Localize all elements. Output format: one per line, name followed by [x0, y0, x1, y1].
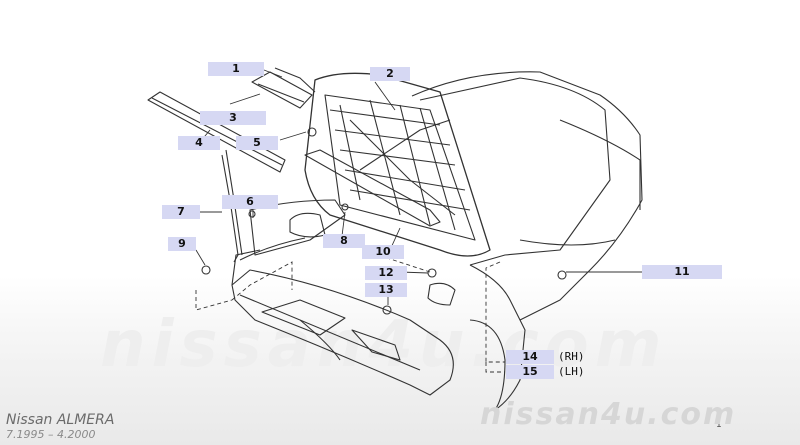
fender: [469, 264, 526, 411]
body-outline: [411, 71, 643, 321]
model-dates: 7.1995 – 4.2000: [6, 428, 96, 441]
hood-outer: [304, 72, 491, 257]
part-label-15[interactable]: 15: [506, 365, 554, 379]
part-label-11[interactable]: 11: [642, 265, 722, 279]
part-label-13[interactable]: 13: [365, 283, 407, 297]
watermark-center: nissan4u.com: [100, 308, 668, 382]
part-label-8[interactable]: 8: [323, 234, 365, 248]
front-bumper: [231, 269, 454, 396]
part-label-12[interactable]: 12: [365, 266, 407, 280]
model-name: Nissan ALMERA: [6, 412, 114, 428]
part-label-5[interactable]: 5: [236, 136, 278, 150]
windshield: [419, 77, 611, 266]
a-pillar: [559, 119, 641, 210]
part-label-7[interactable]: 7: [162, 205, 200, 219]
hood-seal: [304, 149, 441, 227]
door-line: [519, 239, 616, 246]
part-label-3[interactable]: 3: [200, 111, 266, 125]
watermark-corner: nissan4u.com: [480, 397, 737, 432]
hood-garnish: [251, 71, 313, 109]
part-label-4[interactable]: 4: [178, 136, 220, 150]
part-label-10[interactable]: 10: [362, 245, 404, 259]
side-label-rh: (RH): [558, 350, 585, 363]
part-label-2[interactable]: 2: [370, 67, 410, 81]
part-label-1[interactable]: 1: [208, 62, 264, 76]
part-label-14[interactable]: 14: [506, 350, 554, 364]
wheel-arch: [469, 319, 506, 411]
part-label-9[interactable]: 9: [168, 237, 196, 251]
front-molding: [147, 91, 286, 173]
model-name-text: Nissan ALMERA: [6, 412, 115, 428]
hood-stay-rod: [221, 154, 239, 263]
part-label-6[interactable]: 6: [222, 195, 278, 209]
side-label-lh: (LH): [558, 365, 585, 378]
page-mark: 1: [716, 420, 722, 430]
